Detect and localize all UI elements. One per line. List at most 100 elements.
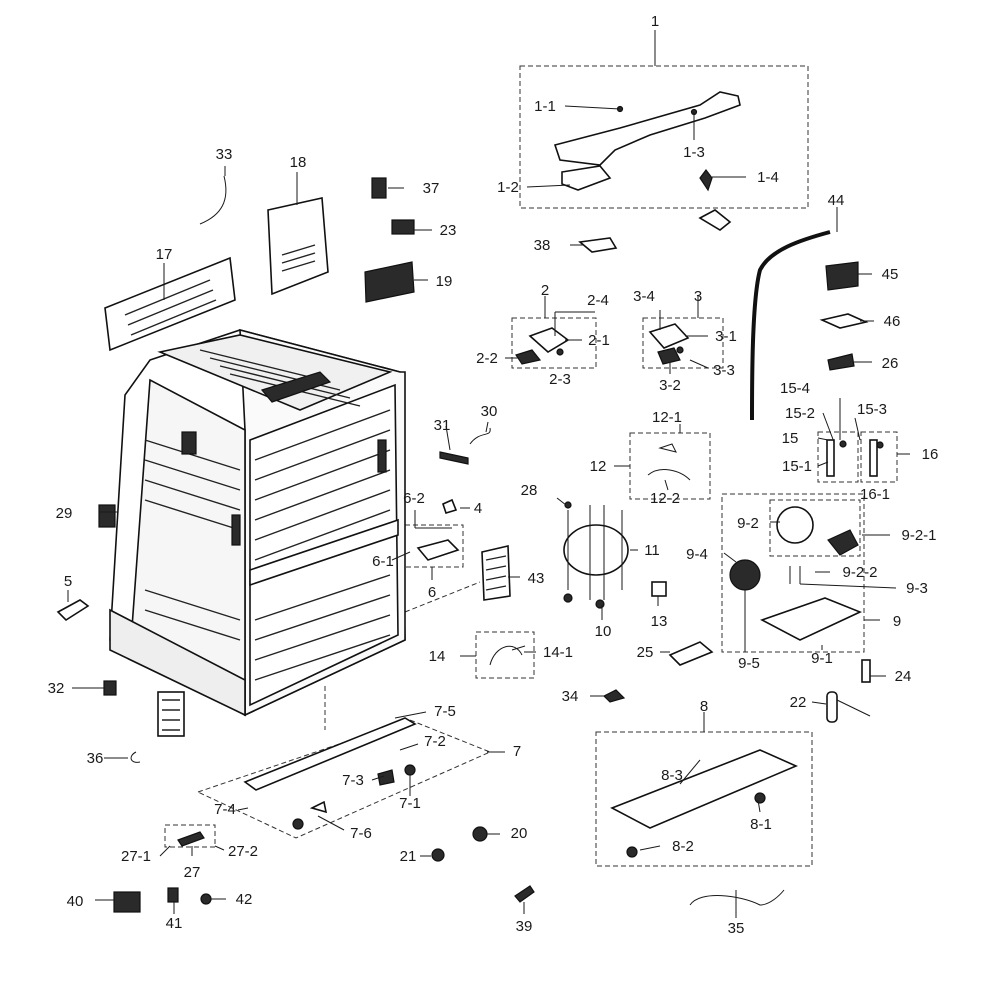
- part-5-hinge-pin: [56, 599, 90, 622]
- label-19: 19: [436, 273, 453, 290]
- label-7-1: 7-1: [399, 795, 421, 812]
- label-8-1: 8-1: [750, 816, 772, 833]
- label-25: 25: [637, 644, 654, 661]
- label-2-4: 2-4: [587, 292, 609, 309]
- part-13-relay: [651, 581, 667, 597]
- part-34-cap: [602, 689, 626, 703]
- part-9-motor-tray: [729, 506, 863, 641]
- part-28-screw: [564, 501, 572, 509]
- label-15: 15: [782, 430, 799, 447]
- group-box-9: [721, 493, 865, 653]
- label-37: 37: [423, 180, 440, 197]
- part-8-cover-plate: [610, 749, 799, 858]
- part-2-hinge: [515, 327, 570, 365]
- label-27: 27: [184, 864, 201, 881]
- part-18-panel: [267, 197, 329, 296]
- part-21-knob: [431, 848, 445, 862]
- part-15-valve: [826, 439, 847, 477]
- part-22-filter: [826, 691, 871, 723]
- part-16-valve: [869, 439, 884, 477]
- label-45: 45: [882, 266, 899, 283]
- part-23-connector: [391, 219, 415, 235]
- part-43-grille: [481, 545, 511, 601]
- group-box-3: [642, 317, 724, 369]
- label-15-1: 15-1: [782, 458, 812, 475]
- label-6: 6: [428, 584, 436, 601]
- label-35: 35: [728, 920, 745, 937]
- label-8-3: 8-3: [661, 767, 683, 784]
- part-25-bracket: [668, 641, 714, 666]
- label-12: 12: [590, 458, 607, 475]
- cabinet-grille: [157, 691, 185, 737]
- label-15-3: 15-3: [857, 401, 887, 418]
- label-3-1: 3-1: [715, 328, 737, 345]
- label-9-1: 9-1: [811, 650, 833, 667]
- label-9-2-2: 9-2-2: [842, 564, 877, 581]
- label-1-2: 1-2: [497, 179, 519, 196]
- group-box-16: [860, 431, 898, 483]
- label-29: 29: [56, 505, 73, 522]
- label-8: 8: [700, 698, 708, 715]
- label-13: 13: [651, 613, 668, 630]
- label-4: 4: [474, 500, 482, 517]
- label-11: 11: [644, 542, 660, 559]
- label-40: 40: [67, 893, 84, 910]
- label-7: 7: [513, 743, 521, 760]
- part-27-clip: [177, 831, 205, 847]
- part-44-tube: [750, 230, 831, 421]
- label-3-2: 3-2: [659, 377, 681, 394]
- label-7-5: 7-5: [434, 703, 456, 720]
- label-14-1: 14-1: [543, 644, 573, 661]
- label-6-1: 6-1: [372, 553, 394, 570]
- label-34: 34: [562, 688, 579, 705]
- label-9-4: 9-4: [686, 546, 708, 563]
- label-2-2: 2-2: [476, 350, 498, 367]
- label-30: 30: [481, 403, 498, 420]
- label-39: 39: [516, 918, 533, 935]
- label-23: 23: [440, 222, 457, 239]
- part-40-block: [113, 891, 141, 913]
- label-1-4: 1-4: [757, 169, 779, 186]
- part-3-hinge: [648, 323, 690, 365]
- part-35-wire: [689, 889, 785, 906]
- refrigerator-cabinet: [109, 328, 406, 717]
- label-32: 32: [48, 680, 65, 697]
- label-5: 5: [64, 573, 72, 590]
- part-26-holder: [827, 353, 855, 371]
- leader-lines: [67, 30, 910, 918]
- group-box-14: [475, 631, 535, 679]
- label-10: 10: [595, 623, 612, 640]
- group-box-2: [511, 317, 597, 369]
- label-22: 22: [790, 694, 807, 711]
- part-29-switch: [98, 504, 116, 528]
- label-6-2: 6-2: [403, 490, 425, 507]
- label-21: 21: [400, 848, 417, 865]
- label-7-3: 7-3: [342, 772, 364, 789]
- label-26: 26: [882, 355, 899, 372]
- label-1-1: 1-1: [534, 98, 556, 115]
- group-box-27: [164, 824, 216, 848]
- label-33: 33: [216, 146, 233, 163]
- label-46: 46: [884, 313, 901, 330]
- chain-line-6-43: [404, 581, 481, 613]
- label-2: 2: [541, 282, 549, 299]
- label-3: 3: [694, 288, 702, 305]
- label-31: 31: [434, 417, 451, 434]
- part-19-board: [364, 261, 415, 303]
- part-42-knob: [200, 893, 212, 905]
- part-24-pin: [861, 659, 871, 683]
- callout-labels: 1 1-1 1-2 1-3 1-4 33 18 17 37 23 19 38 4…: [48, 13, 939, 937]
- part-11-compressor: [563, 505, 629, 609]
- part-17-panel: [104, 256, 236, 352]
- part-38-bracket: [578, 237, 618, 253]
- part-33-cord: [199, 175, 227, 225]
- label-24: 24: [895, 668, 912, 685]
- label-15-4: 15-4: [780, 380, 810, 397]
- part-37-connector: [371, 177, 387, 199]
- label-14: 14: [429, 648, 446, 665]
- part-7-rail: [243, 717, 417, 830]
- label-42: 42: [236, 891, 253, 908]
- label-3-3: 3-3: [713, 362, 735, 379]
- part-4-clip: [442, 498, 458, 514]
